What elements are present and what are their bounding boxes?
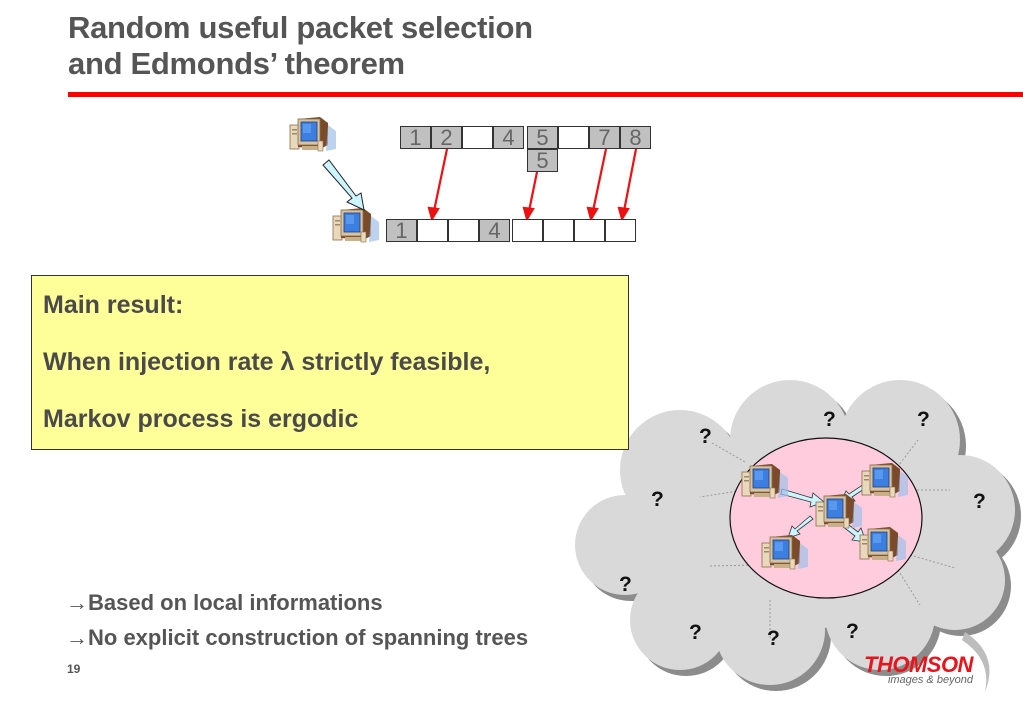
buffer-cell: 2 [431, 126, 462, 149]
bullet-text: No explicit construction of spanning tre… [88, 625, 529, 650]
bullet-list: →Based on local informations →No explici… [66, 585, 528, 655]
sender-extra-cell: 5 [527, 149, 558, 172]
bullet-text: Based on local informations [88, 590, 383, 615]
unknown-node-mark: ? [689, 621, 702, 644]
page-number: 19 [67, 662, 81, 676]
buffer-cell: 4 [493, 126, 524, 149]
result-heading: Main result: [43, 291, 184, 319]
buffer-cell: 4 [479, 219, 510, 242]
title-underline [68, 92, 1023, 97]
buffer-cell: 8 [620, 126, 651, 149]
arrow-right-icon: → [66, 590, 88, 615]
unknown-node-mark: ? [917, 408, 930, 431]
unknown-node-mark: ? [699, 425, 712, 448]
buffer-cell: 7 [589, 126, 620, 149]
result-conclusion: Markov process is ergodic [43, 405, 359, 433]
buffer-cell [543, 219, 574, 242]
result-condition: When injection rate λ strictly feasible, [43, 348, 491, 376]
sender-computer-icon [289, 116, 337, 152]
useful-packet-arrows [427, 148, 638, 222]
buffer-cell: 1 [386, 219, 417, 242]
buffer-cell [417, 219, 448, 242]
buffer-cell [558, 126, 589, 149]
unknown-node-mark: ? [767, 627, 780, 650]
receiver-computer-icon [332, 207, 380, 243]
unknown-node-mark: ? [823, 408, 836, 431]
main-result-box: Main result: When injection rate λ stric… [31, 275, 629, 450]
buffer-cell [512, 219, 543, 242]
buffer-cell [462, 126, 493, 149]
buffer-cell [605, 219, 636, 242]
unknown-node-mark: ? [619, 573, 632, 596]
bullet-item: →No explicit construction of spanning tr… [66, 620, 528, 655]
unknown-node-mark: ? [846, 620, 859, 643]
bullet-item: →Based on local informations [66, 585, 528, 620]
unknown-node-mark: ? [651, 488, 664, 511]
buffer-cell [448, 219, 479, 242]
slide-title: Random useful packet selection and Edmon… [68, 10, 533, 82]
thomson-logo: THOMSON images & beyond [864, 652, 973, 687]
title-line-2: and Edmonds’ theorem [68, 46, 405, 81]
buffer-cell [574, 219, 605, 242]
logo-tagline: images & beyond [887, 674, 973, 686]
buffer-cell: 1 [400, 126, 431, 149]
transfer-arrow [322, 159, 365, 211]
arrow-right-icon: → [66, 625, 88, 650]
buffer-cell: 5 [527, 126, 558, 149]
logo-wordmark: THOMSON [864, 652, 973, 677]
title-line-1: Random useful packet selection [68, 10, 533, 45]
unknown-node-mark: ? [973, 490, 986, 513]
